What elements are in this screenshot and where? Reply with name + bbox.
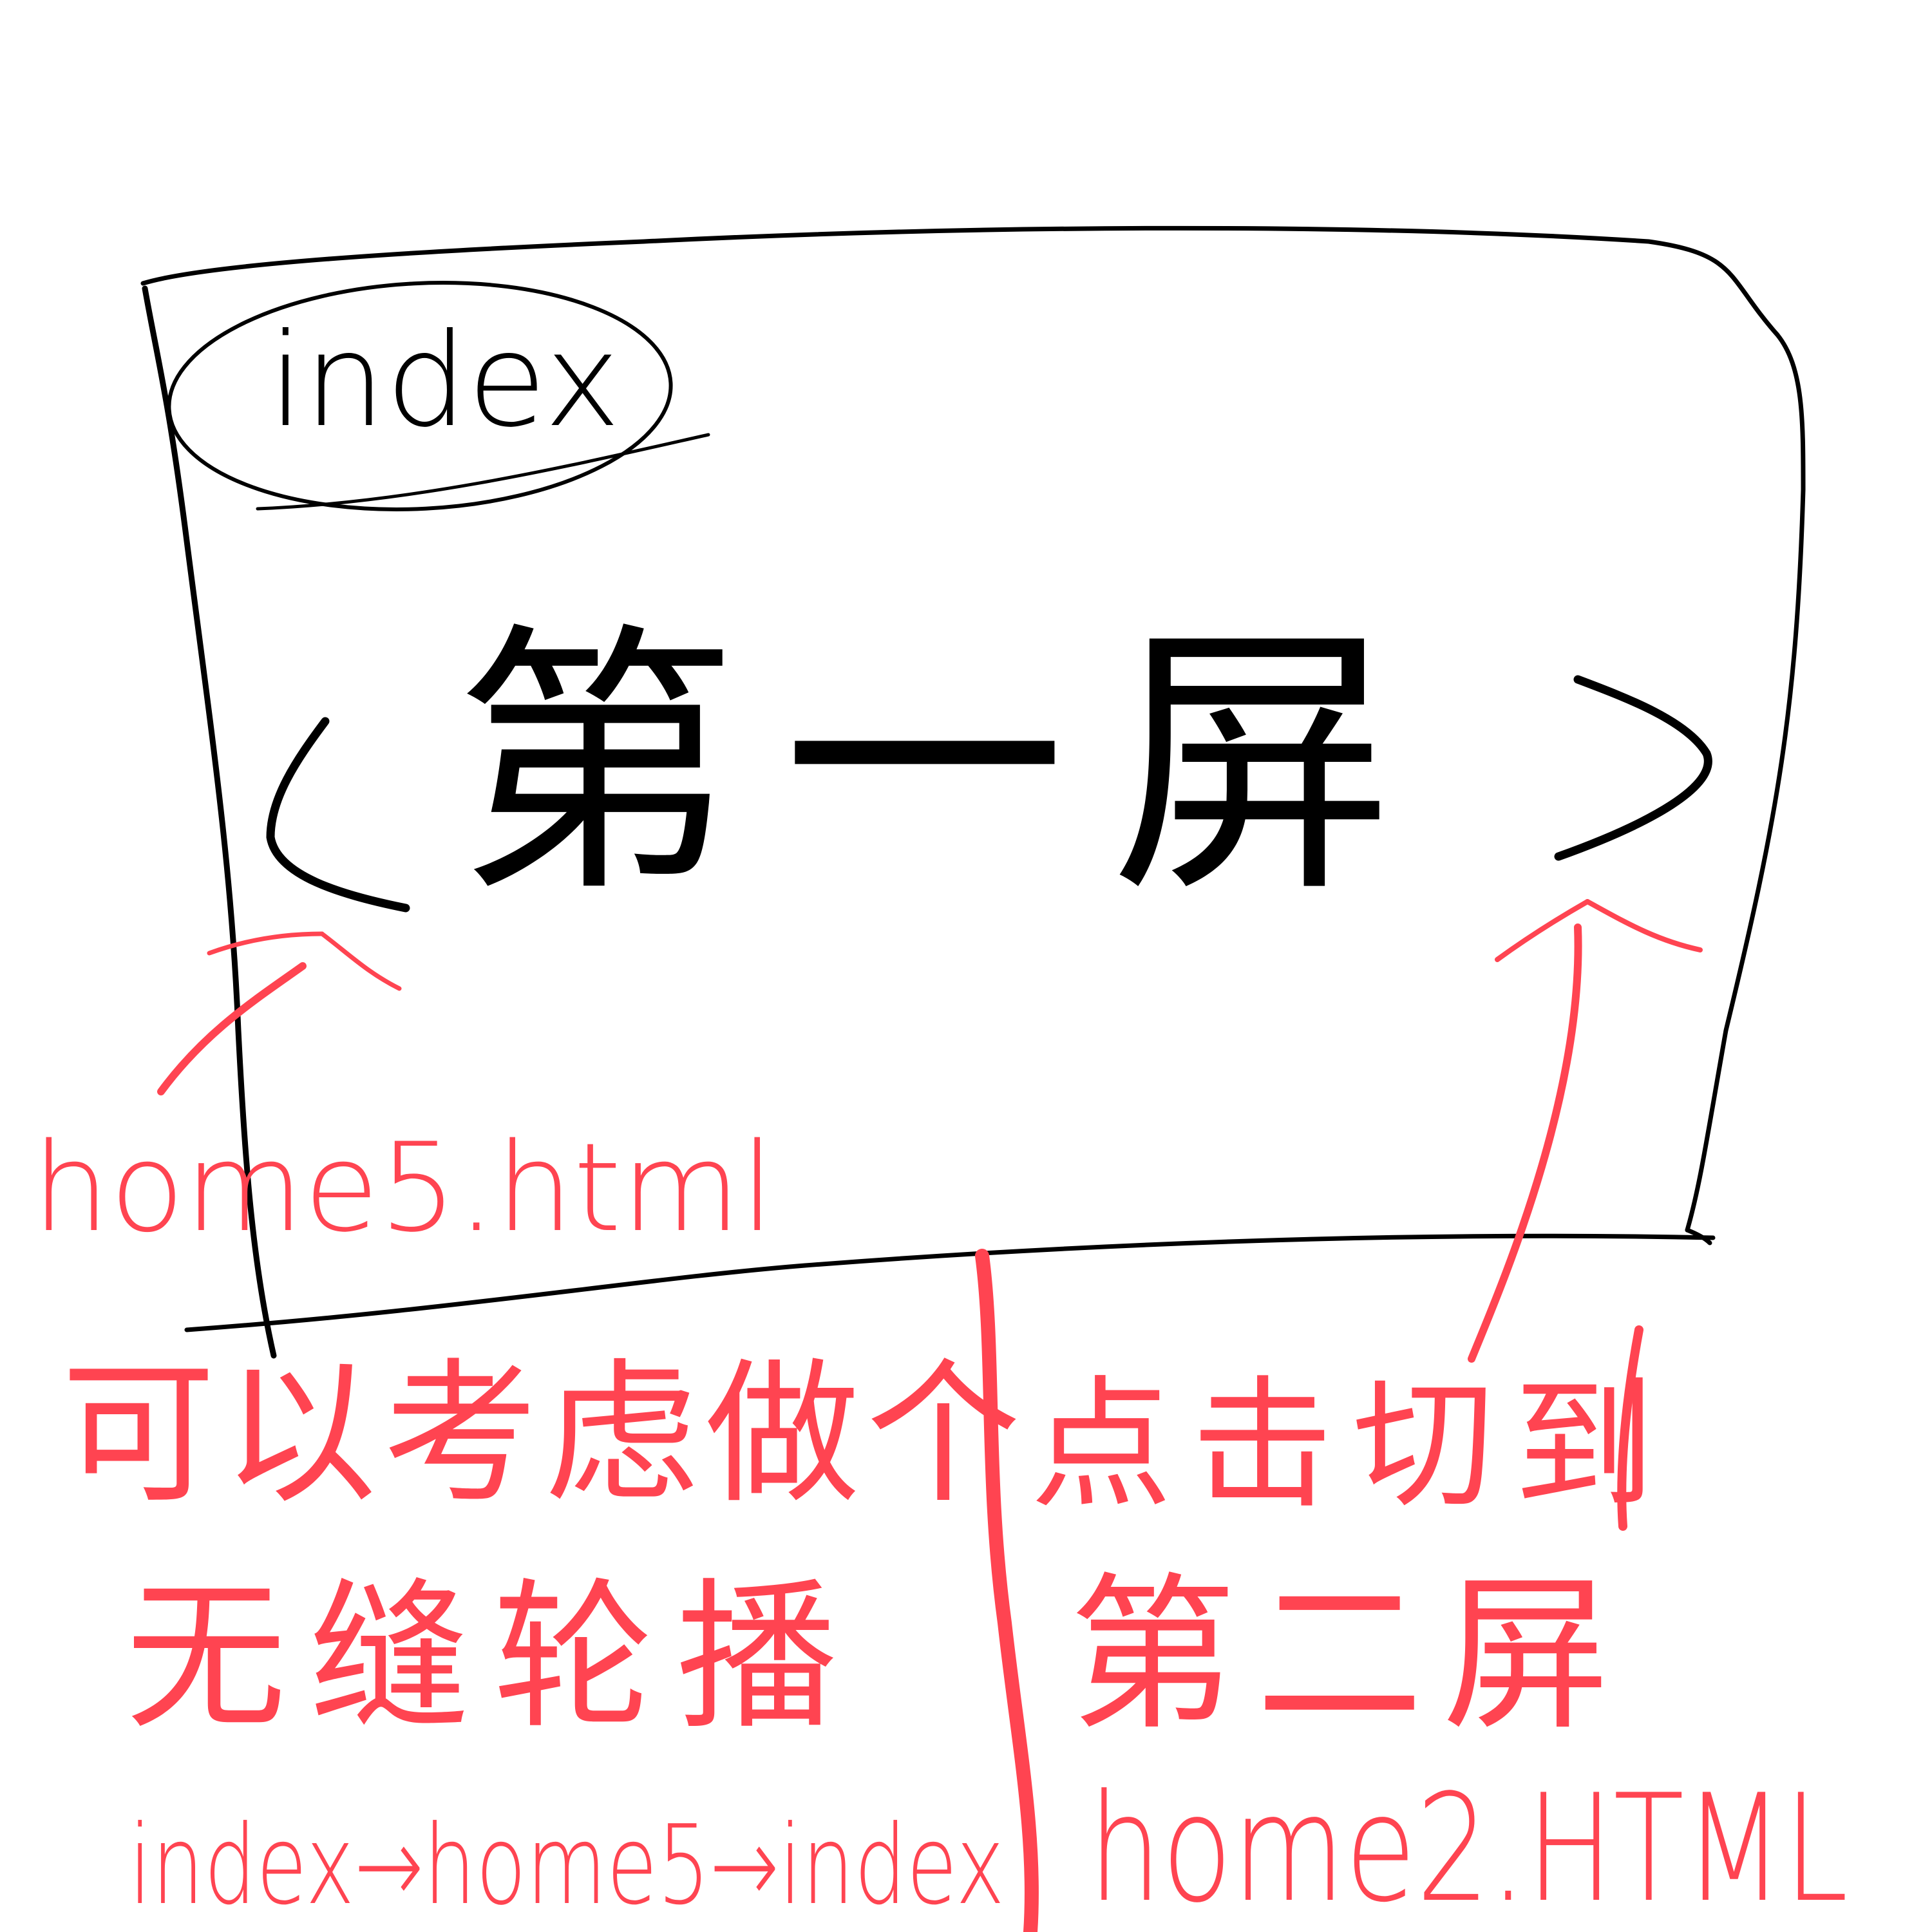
index-label-group: index <box>167 281 710 511</box>
divider-line <box>975 1249 1039 1932</box>
carousel-note-line1: 可以考虑做个 <box>61 1344 1027 1524</box>
prev-link-label: home5.html <box>32 1117 775 1259</box>
screen-title: 第一屏 <box>454 600 1439 930</box>
next-screen-note-line2: 第二屏 <box>1069 1558 1629 1753</box>
chevron-right-icon[interactable] <box>1554 675 1712 861</box>
carousel-note-line3: index→home5→index <box>129 1802 1005 1929</box>
next-screen-note: 点击切到 第二屏 home2.HTML <box>1030 1325 1848 1932</box>
chevron-left-icon[interactable] <box>266 717 410 913</box>
prev-link-annotation: home5.html <box>32 931 775 1259</box>
page-label: index <box>268 306 620 456</box>
carousel-note: 可以考虑做个 无缝轮播 index→home5→index <box>61 1344 1027 1929</box>
next-link-arrow <box>1468 899 1703 1363</box>
next-screen-note-line1: 点击切到 <box>1030 1363 1674 1528</box>
next-screen-note-line3: home2.HTML <box>1088 1763 1848 1932</box>
carousel-note-line2: 无缝轮播 <box>126 1564 860 1751</box>
